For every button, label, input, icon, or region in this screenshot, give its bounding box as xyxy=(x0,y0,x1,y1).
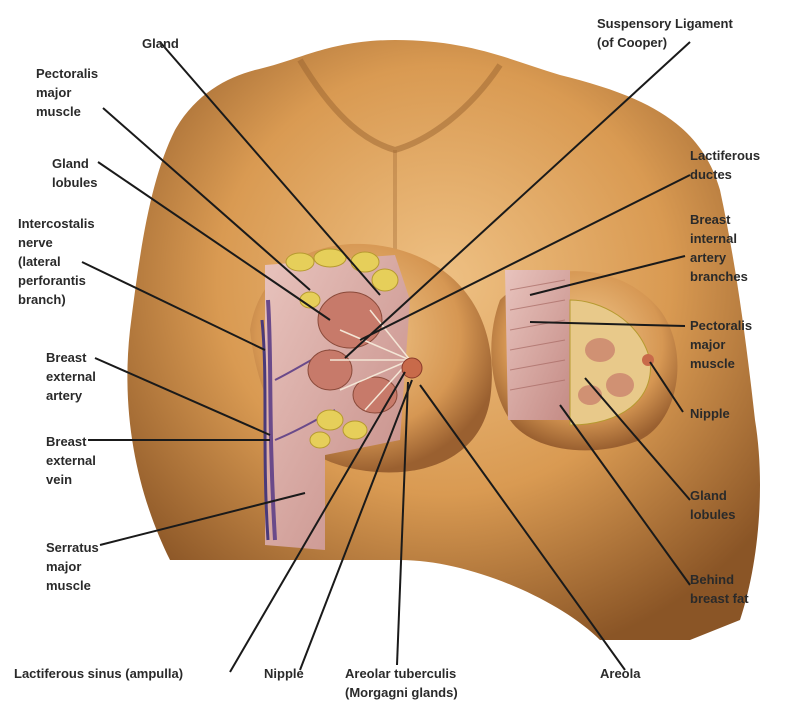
label-gland-lobules-left: Gland lobules xyxy=(52,154,98,192)
label-behind-breast-fat: Behind breast fat xyxy=(690,570,749,608)
label-gland: Gland xyxy=(142,34,179,53)
label-lactiferous-sinus: Lactiferous sinus (ampulla) xyxy=(14,664,183,683)
label-nipple-bottom: Nipple xyxy=(264,664,304,683)
label-serratus-major-muscle: Serratus major muscle xyxy=(46,538,99,595)
label-gland-lobules-right: Gland lobules xyxy=(690,486,736,524)
label-lactiferous-ductes: Lactiferous ductes xyxy=(690,146,760,184)
label-intercostalis-nerve: Intercostalis nerve (lateral perforantis… xyxy=(18,214,95,309)
label-suspensory-ligament: Suspensory Ligament (of Cooper) xyxy=(597,14,733,52)
label-pectoralis-major-muscle-left: Pectoralis major muscle xyxy=(36,64,98,121)
label-breast-external-artery: Breast external artery xyxy=(46,348,96,405)
label-areolar-tuberculis: Areolar tuberculis (Morgagni glands) xyxy=(345,664,458,702)
label-pectoralis-major-muscle-right: Pectoralis major muscle xyxy=(690,316,752,373)
label-breast-external-vein: Breast external vein xyxy=(46,432,96,489)
label-areola: Areola xyxy=(600,664,640,683)
label-nipple-right: Nipple xyxy=(690,404,730,423)
label-breast-internal-artery-branches: Breast internal artery branches xyxy=(690,210,748,286)
